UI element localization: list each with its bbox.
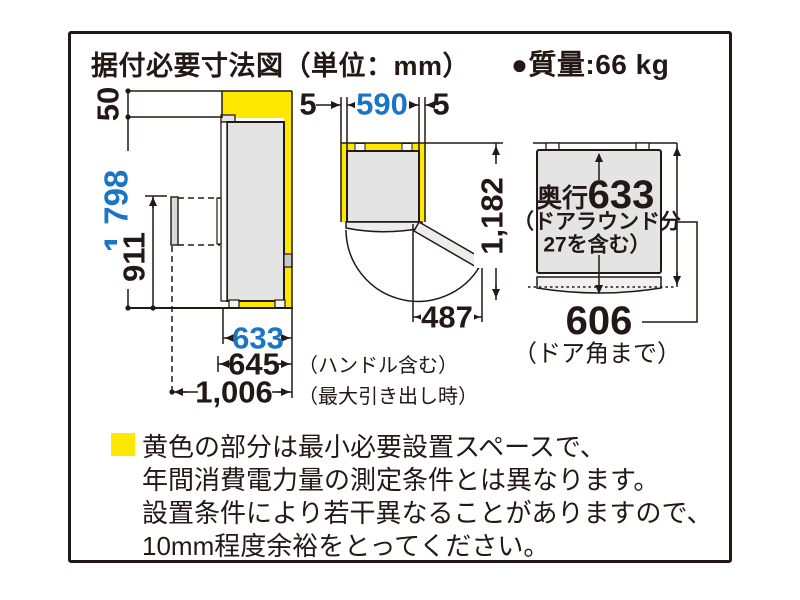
hinge-tab-left	[545, 142, 560, 151]
side-view-fridge	[216, 114, 293, 309]
leader-line-606	[642, 221, 698, 323]
side-view-foot-front	[228, 299, 240, 309]
note-max-drawer: （最大引き出し時）	[298, 385, 478, 408]
dim-gap-right: 5	[432, 87, 449, 122]
dim-open-depth: 1,182	[475, 177, 510, 255]
footnote-line: 10mm程度余裕をとってください。	[142, 531, 550, 561]
door-round-note-line1: （ドアラウンド分	[513, 210, 681, 234]
top-view-fridge-body	[346, 150, 420, 223]
side-view-door-handle	[216, 197, 222, 245]
footnote-line: 年間消費電力量の測定条件とは異なります。	[142, 465, 660, 495]
top-view-door-open	[412, 220, 485, 270]
dim-top-clearance: 50	[91, 87, 126, 121]
dim-gap-left: 5	[299, 87, 316, 122]
side-view-drawer-extended	[170, 196, 220, 396]
yellow-legend-swatch	[111, 433, 135, 456]
hinge-tab-right	[635, 142, 650, 151]
page-title: 据付必要寸法図（単位：mm）	[91, 51, 471, 81]
to-door-corner-note: （ドア角まで）	[513, 341, 681, 368]
footnote-line: 設置条件により若干異なることがありますので、	[142, 498, 713, 528]
side-view-foot-rear	[274, 299, 286, 309]
dim-depth-drawer: 1,006	[195, 375, 273, 410]
note-handle-included: （ハンドル含む）	[298, 354, 458, 377]
side-view-diagram: 50 1,798 911 633 645 1,006 （ハンドル含む） （最大引…	[91, 87, 479, 410]
depth-view-diagram: 奥行 633 （ドアラウンド分 27を含む） 606 （ドア角まで）	[513, 142, 698, 368]
dim-door-open-width: 487	[421, 300, 473, 335]
dim-drawer-height: 911	[117, 232, 152, 282]
door-swing-arc	[345, 229, 481, 303]
dim-depth-handle: 645	[228, 347, 280, 382]
depth-label: 奥行	[536, 183, 588, 213]
top-view-door-closed	[345, 221, 423, 233]
door-round-note-line2: 27を含む）	[543, 233, 650, 257]
side-view-door	[220, 121, 228, 302]
footnote: 黄色の部分は最小必要設置スペースで、 年間消費電力量の測定条件とは異なります。 …	[142, 431, 712, 563]
outer-border	[68, 31, 732, 563]
depth-view-dimension-lines	[595, 143, 698, 323]
depth-value: 633	[588, 173, 655, 217]
mass-label: ●質量:66 kg	[511, 49, 670, 80]
side-view-min-space-yellow	[222, 91, 292, 308]
footnote-line: 黄色の部分は最小必要設置スペースで、	[142, 432, 606, 462]
dim-to-door-corner: 606	[566, 299, 633, 343]
top-view-diagram: 5 590 5 1,182 487	[299, 87, 510, 335]
dim-width: 590	[356, 87, 408, 122]
